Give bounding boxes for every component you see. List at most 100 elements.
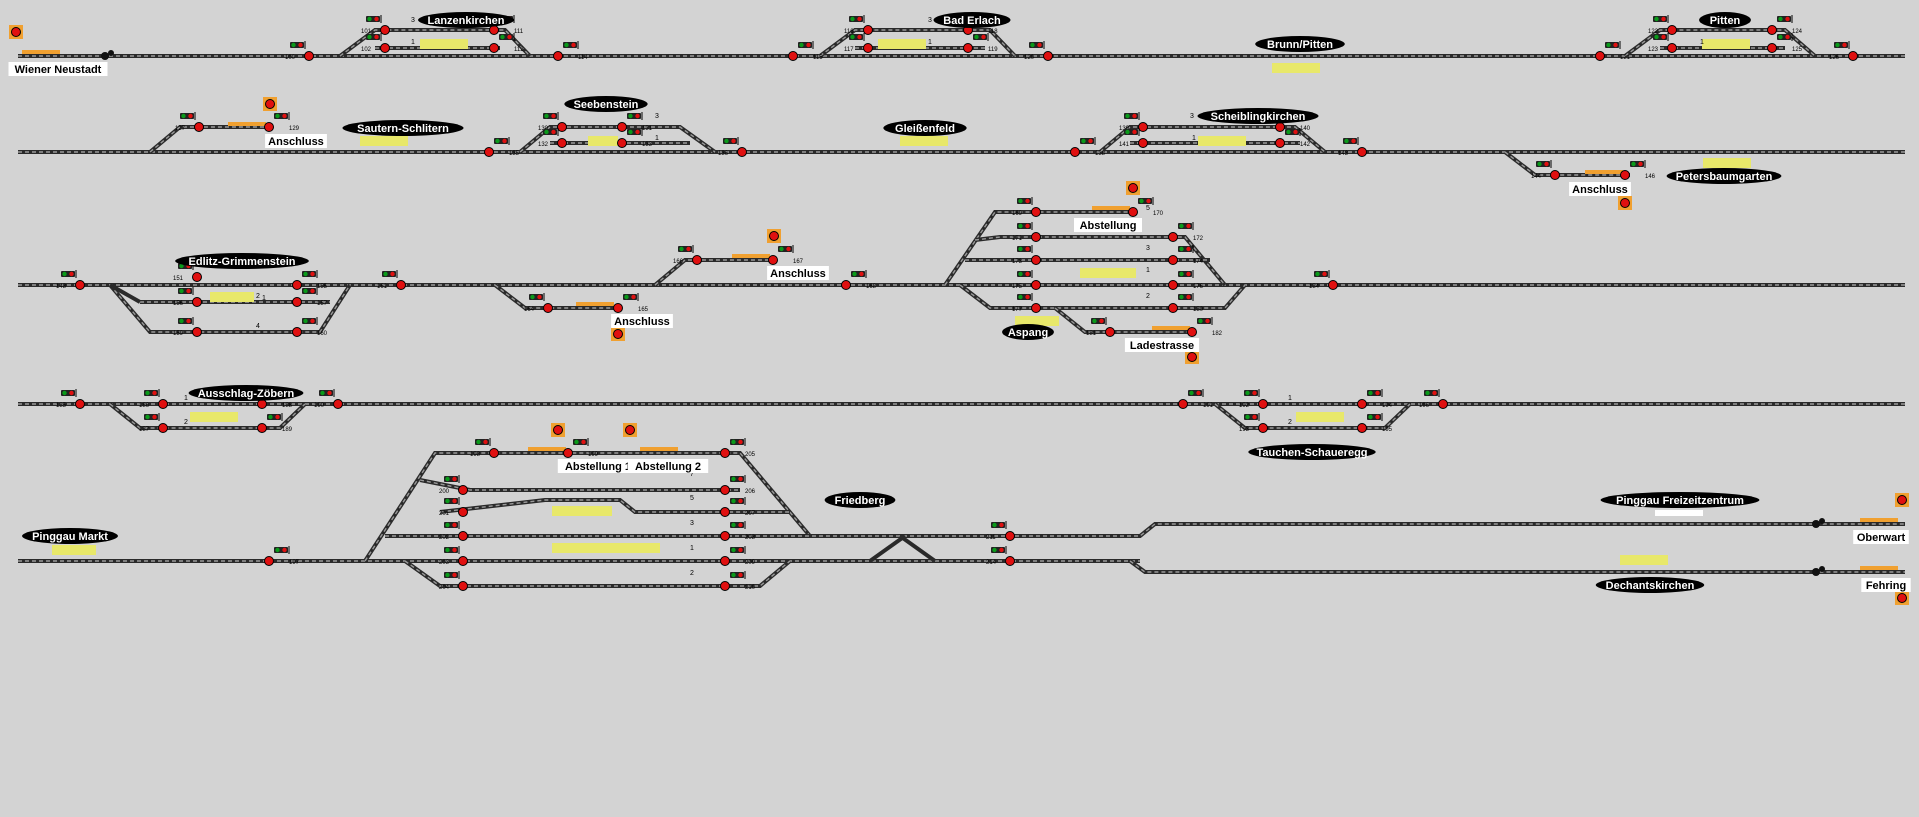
signal-s166[interactable]: 166 (673, 245, 702, 265)
signal-s186[interactable]: 186 (139, 389, 168, 409)
signal-s100[interactable]: 100 (285, 41, 314, 61)
shunt-signal[interactable] (623, 423, 637, 437)
shunt-signal[interactable] (1895, 591, 1909, 605)
signal-s164[interactable]: 164 (524, 293, 553, 313)
signal-s198[interactable]: 198 (470, 438, 499, 458)
station-label-scheiblingkirchen[interactable]: Scheiblingkirchen (1197, 108, 1319, 124)
station-label-anschluss-2[interactable]: Anschluss (1569, 182, 1631, 196)
station-label-pinggau-freizeitzentrum[interactable]: Pinggau Freizeitzentrum (1600, 492, 1760, 508)
signal-s159[interactable]: 159 (173, 317, 202, 337)
signal-s123[interactable]: 123 (1648, 33, 1677, 53)
signal-s169[interactable]: 169 (1012, 197, 1041, 217)
shunt-signal[interactable] (263, 97, 277, 111)
signal-s101[interactable]: 101 (361, 15, 390, 35)
signal-s199[interactable]: 199 (563, 438, 599, 458)
signal-s192[interactable]: 192 (1239, 389, 1268, 409)
signal-s194[interactable]: 194 (1357, 389, 1393, 409)
signal-s210[interactable]: 210 (720, 571, 756, 591)
station-label-pitten[interactable]: Pitten (1699, 12, 1751, 28)
station-label-friedberg[interactable]: Friedberg (824, 492, 896, 508)
signal-s208[interactable]: 208 (720, 521, 756, 541)
signal-s160[interactable]: 160 (292, 317, 328, 337)
shunt-signal[interactable] (1618, 196, 1632, 210)
station-label-petersbaumgarten[interactable]: Petersbaumgarten (1666, 168, 1782, 184)
signal-s148[interactable]: 148 (56, 270, 85, 290)
shunt-signal[interactable] (611, 327, 625, 341)
signal-s165[interactable]: 165 (613, 293, 649, 313)
signal-s114[interactable]: 114 (553, 41, 589, 61)
signal-s180[interactable]: 180 (1168, 293, 1204, 313)
signal-s211[interactable]: 211 (986, 521, 1015, 541)
signal-s189[interactable]: 189 (257, 413, 293, 433)
signal-s127[interactable]: 127 (175, 112, 204, 132)
signal-s214[interactable]: 214 (986, 546, 1015, 566)
signal-s201[interactable]: 201 (439, 497, 468, 517)
station-label-sautern-schlitern[interactable]: Sautern-Schlitern (342, 120, 464, 136)
signal-s156[interactable]: 156 (173, 287, 202, 307)
signal-s143[interactable]: 143 (1338, 137, 1367, 157)
station-label-abstellung[interactable]: Abstellung (1074, 218, 1142, 232)
station-label-edlitz-grimmenstein[interactable]: Edlitz-Grimmenstein (175, 253, 309, 269)
station-label-ausschlag-zobern[interactable]: Ausschlag-Zöbern (188, 385, 304, 401)
signal-s129[interactable]: 129 (264, 112, 300, 132)
station-label-dechantskirchen[interactable]: Dechantskirchen (1595, 577, 1705, 593)
station-label-brunn-pitten[interactable]: Brunn/Pitten (1255, 36, 1345, 52)
signal-s193[interactable]: 193 (1239, 413, 1268, 433)
shunt-signal[interactable] (9, 25, 23, 39)
signal-s146[interactable]: 146 (1620, 160, 1656, 180)
station-label-anschluss-1[interactable]: Anschluss (265, 134, 327, 148)
shunt-signal[interactable] (1895, 493, 1909, 507)
signal-s133[interactable]: 133 (617, 128, 653, 148)
signal-s184[interactable]: 184 (1309, 270, 1338, 290)
station-label-anschluss-3[interactable]: Anschluss (767, 266, 829, 280)
signal-s124[interactable]: 124 (1767, 15, 1803, 35)
signal-s157[interactable]: 157 (292, 287, 328, 307)
signal-s138[interactable]: 138 (1070, 137, 1106, 157)
signal-s168[interactable]: 168 (841, 270, 877, 290)
signal-s115[interactable]: 115 (788, 41, 824, 61)
signal-s200[interactable]: 200 (439, 475, 468, 495)
signal-s116[interactable]: 116 (844, 15, 873, 35)
signal-s126[interactable]: 126 (1829, 41, 1858, 61)
signal-s155[interactable]: 155 (292, 270, 328, 290)
signal-s117[interactable]: 117 (844, 33, 873, 53)
signal-s176[interactable]: 176 (1168, 270, 1204, 290)
signal-s204[interactable]: 204 (439, 571, 468, 591)
station-label-oberwart[interactable]: Oberwart (1853, 530, 1909, 544)
signal-s202[interactable]: 202 (439, 521, 468, 541)
station-label-bad-erlach[interactable]: Bad Erlach (933, 12, 1011, 28)
signal-s130[interactable]: 130 (538, 112, 567, 132)
station-label-ladestrasse[interactable]: Ladestrasse (1124, 338, 1200, 352)
signal-s141[interactable]: 141 (1119, 128, 1148, 148)
signal-s181[interactable]: 181 (1086, 317, 1115, 337)
signal-s203[interactable]: 203 (439, 546, 468, 566)
signal-s144[interactable]: 144 (1531, 160, 1560, 180)
station-label-tauchen-schaueregg[interactable]: Tauchen-Schaueregg (1248, 444, 1376, 460)
station-label-aspang[interactable]: Aspang (1002, 324, 1054, 340)
signal-s161[interactable]: 161 (377, 270, 406, 290)
shunt-signal[interactable] (767, 229, 781, 243)
signal-s171[interactable]: 171 (1012, 222, 1041, 242)
signal-s187[interactable]: 187 (139, 413, 168, 433)
signal-s207[interactable]: 207 (720, 497, 756, 517)
signal-s196[interactable]: 196 (1419, 389, 1448, 409)
signal-s119[interactable]: 119 (963, 33, 999, 53)
station-label-fehring[interactable]: Fehring (1861, 578, 1911, 592)
signal-s173[interactable]: 173 (1012, 245, 1041, 265)
shunt-signal[interactable] (1126, 181, 1140, 195)
signal-s177[interactable]: 177 (1012, 293, 1041, 313)
signal-s131[interactable]: 131 (617, 112, 653, 132)
station-label-lanzenkirchen[interactable]: Lanzenkirchen (418, 12, 514, 28)
station-label-abstellung-2[interactable]: Abstellung 2 (627, 459, 709, 473)
signal-s190[interactable]: 190 (314, 389, 343, 409)
signal-s205[interactable]: 205 (720, 438, 756, 458)
signal-s139[interactable]: 139 (1119, 112, 1148, 132)
station-label-wiener-neustadt[interactable]: Wiener Neustadt (8, 62, 108, 76)
signal-s175[interactable]: 175 (1012, 270, 1041, 290)
signal-s172[interactable]: 172 (1168, 222, 1204, 242)
signal-s142[interactable]: 142 (1275, 128, 1311, 148)
station-label-gleissenfeld[interactable]: Gleißenfeld (883, 120, 967, 136)
signal-s209[interactable]: 209 (720, 546, 756, 566)
signal-s136[interactable]: 136 (718, 137, 747, 157)
station-label-anschluss-4[interactable]: Anschluss (611, 314, 673, 328)
